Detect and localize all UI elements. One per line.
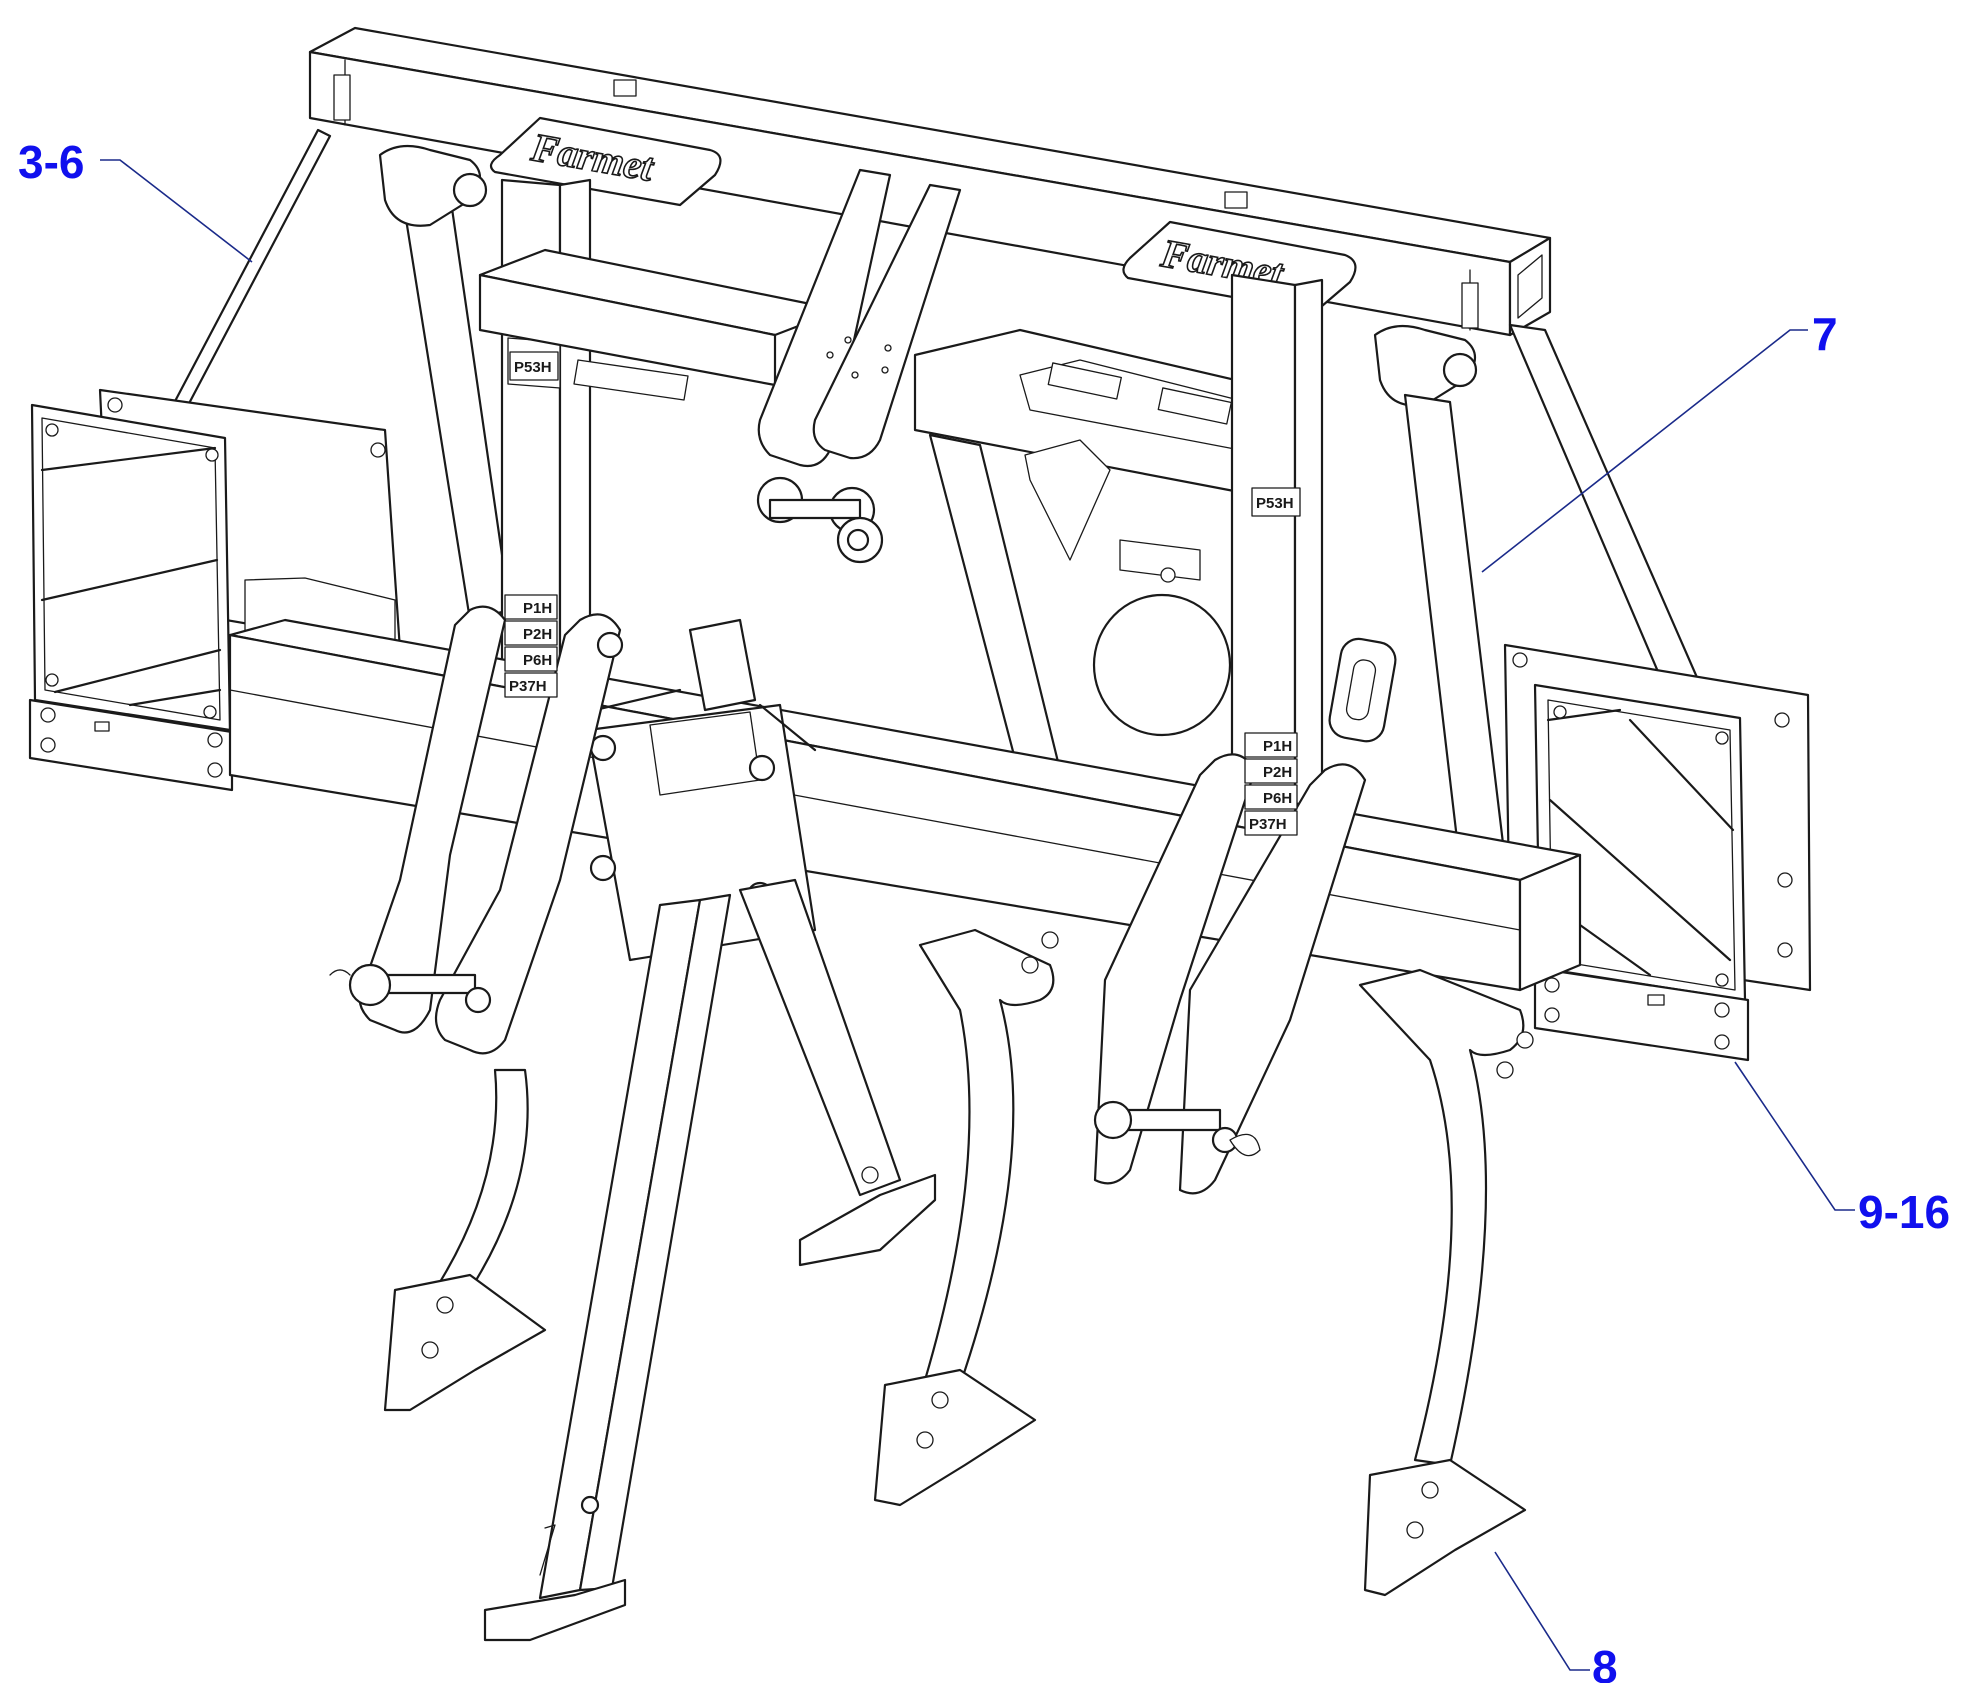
decal-right-top: P53H xyxy=(1256,495,1294,512)
left-decals: P53H P1H P2H P6H P37H xyxy=(504,351,559,698)
left-brace xyxy=(161,128,332,432)
leader-3-6 xyxy=(100,159,253,263)
top-link-crossmember xyxy=(478,248,842,401)
top-link-brackets xyxy=(756,168,962,564)
callout-label-3-6: 3-6 xyxy=(18,136,84,188)
callout-label-8: 8 xyxy=(1592,1641,1618,1683)
center-rear-tine xyxy=(738,878,937,1267)
leader-7 xyxy=(1481,329,1808,573)
callout-8: 8 xyxy=(1494,1551,1618,1683)
middle-shank xyxy=(873,928,1059,1507)
right-upper-link xyxy=(1373,324,1507,867)
callout-9-16: 9-16 xyxy=(1734,1061,1950,1238)
right-shank xyxy=(1358,968,1534,1597)
decal-right-3: P6H xyxy=(1263,790,1292,807)
callout-3-6: 3-6 xyxy=(18,136,253,263)
decal-right-4: P37H xyxy=(1249,816,1287,833)
left-warning-board xyxy=(28,403,234,792)
callout-7: 7 xyxy=(1481,308,1838,573)
right-lower-link-arms xyxy=(1093,637,1397,1195)
right-decals: P53H P1H P2H P6H P37H xyxy=(1244,487,1301,836)
decal-left-top: P53H xyxy=(514,359,552,376)
decal-left-4: P37H xyxy=(509,678,547,695)
callout-label-9-16: 9-16 xyxy=(1858,1186,1950,1238)
callout-label-7: 7 xyxy=(1812,308,1838,360)
right-warning-board xyxy=(1533,683,1750,1062)
left-lower-link-arms xyxy=(329,605,624,1055)
decal-right-1: P1H xyxy=(1263,738,1292,755)
decal-right-2: P2H xyxy=(1263,764,1292,781)
left-upper-link xyxy=(378,144,512,622)
decal-left-3: P6H xyxy=(523,652,552,669)
leader-8 xyxy=(1494,1551,1590,1671)
left-shank xyxy=(383,1068,547,1412)
right-mast xyxy=(1230,273,1324,864)
leader-9-16 xyxy=(1734,1061,1855,1211)
decal-left-2: P2H xyxy=(523,626,552,643)
center-tine xyxy=(483,618,757,1642)
decal-left-1: P1H xyxy=(523,600,552,617)
center-actuator xyxy=(928,433,1232,780)
